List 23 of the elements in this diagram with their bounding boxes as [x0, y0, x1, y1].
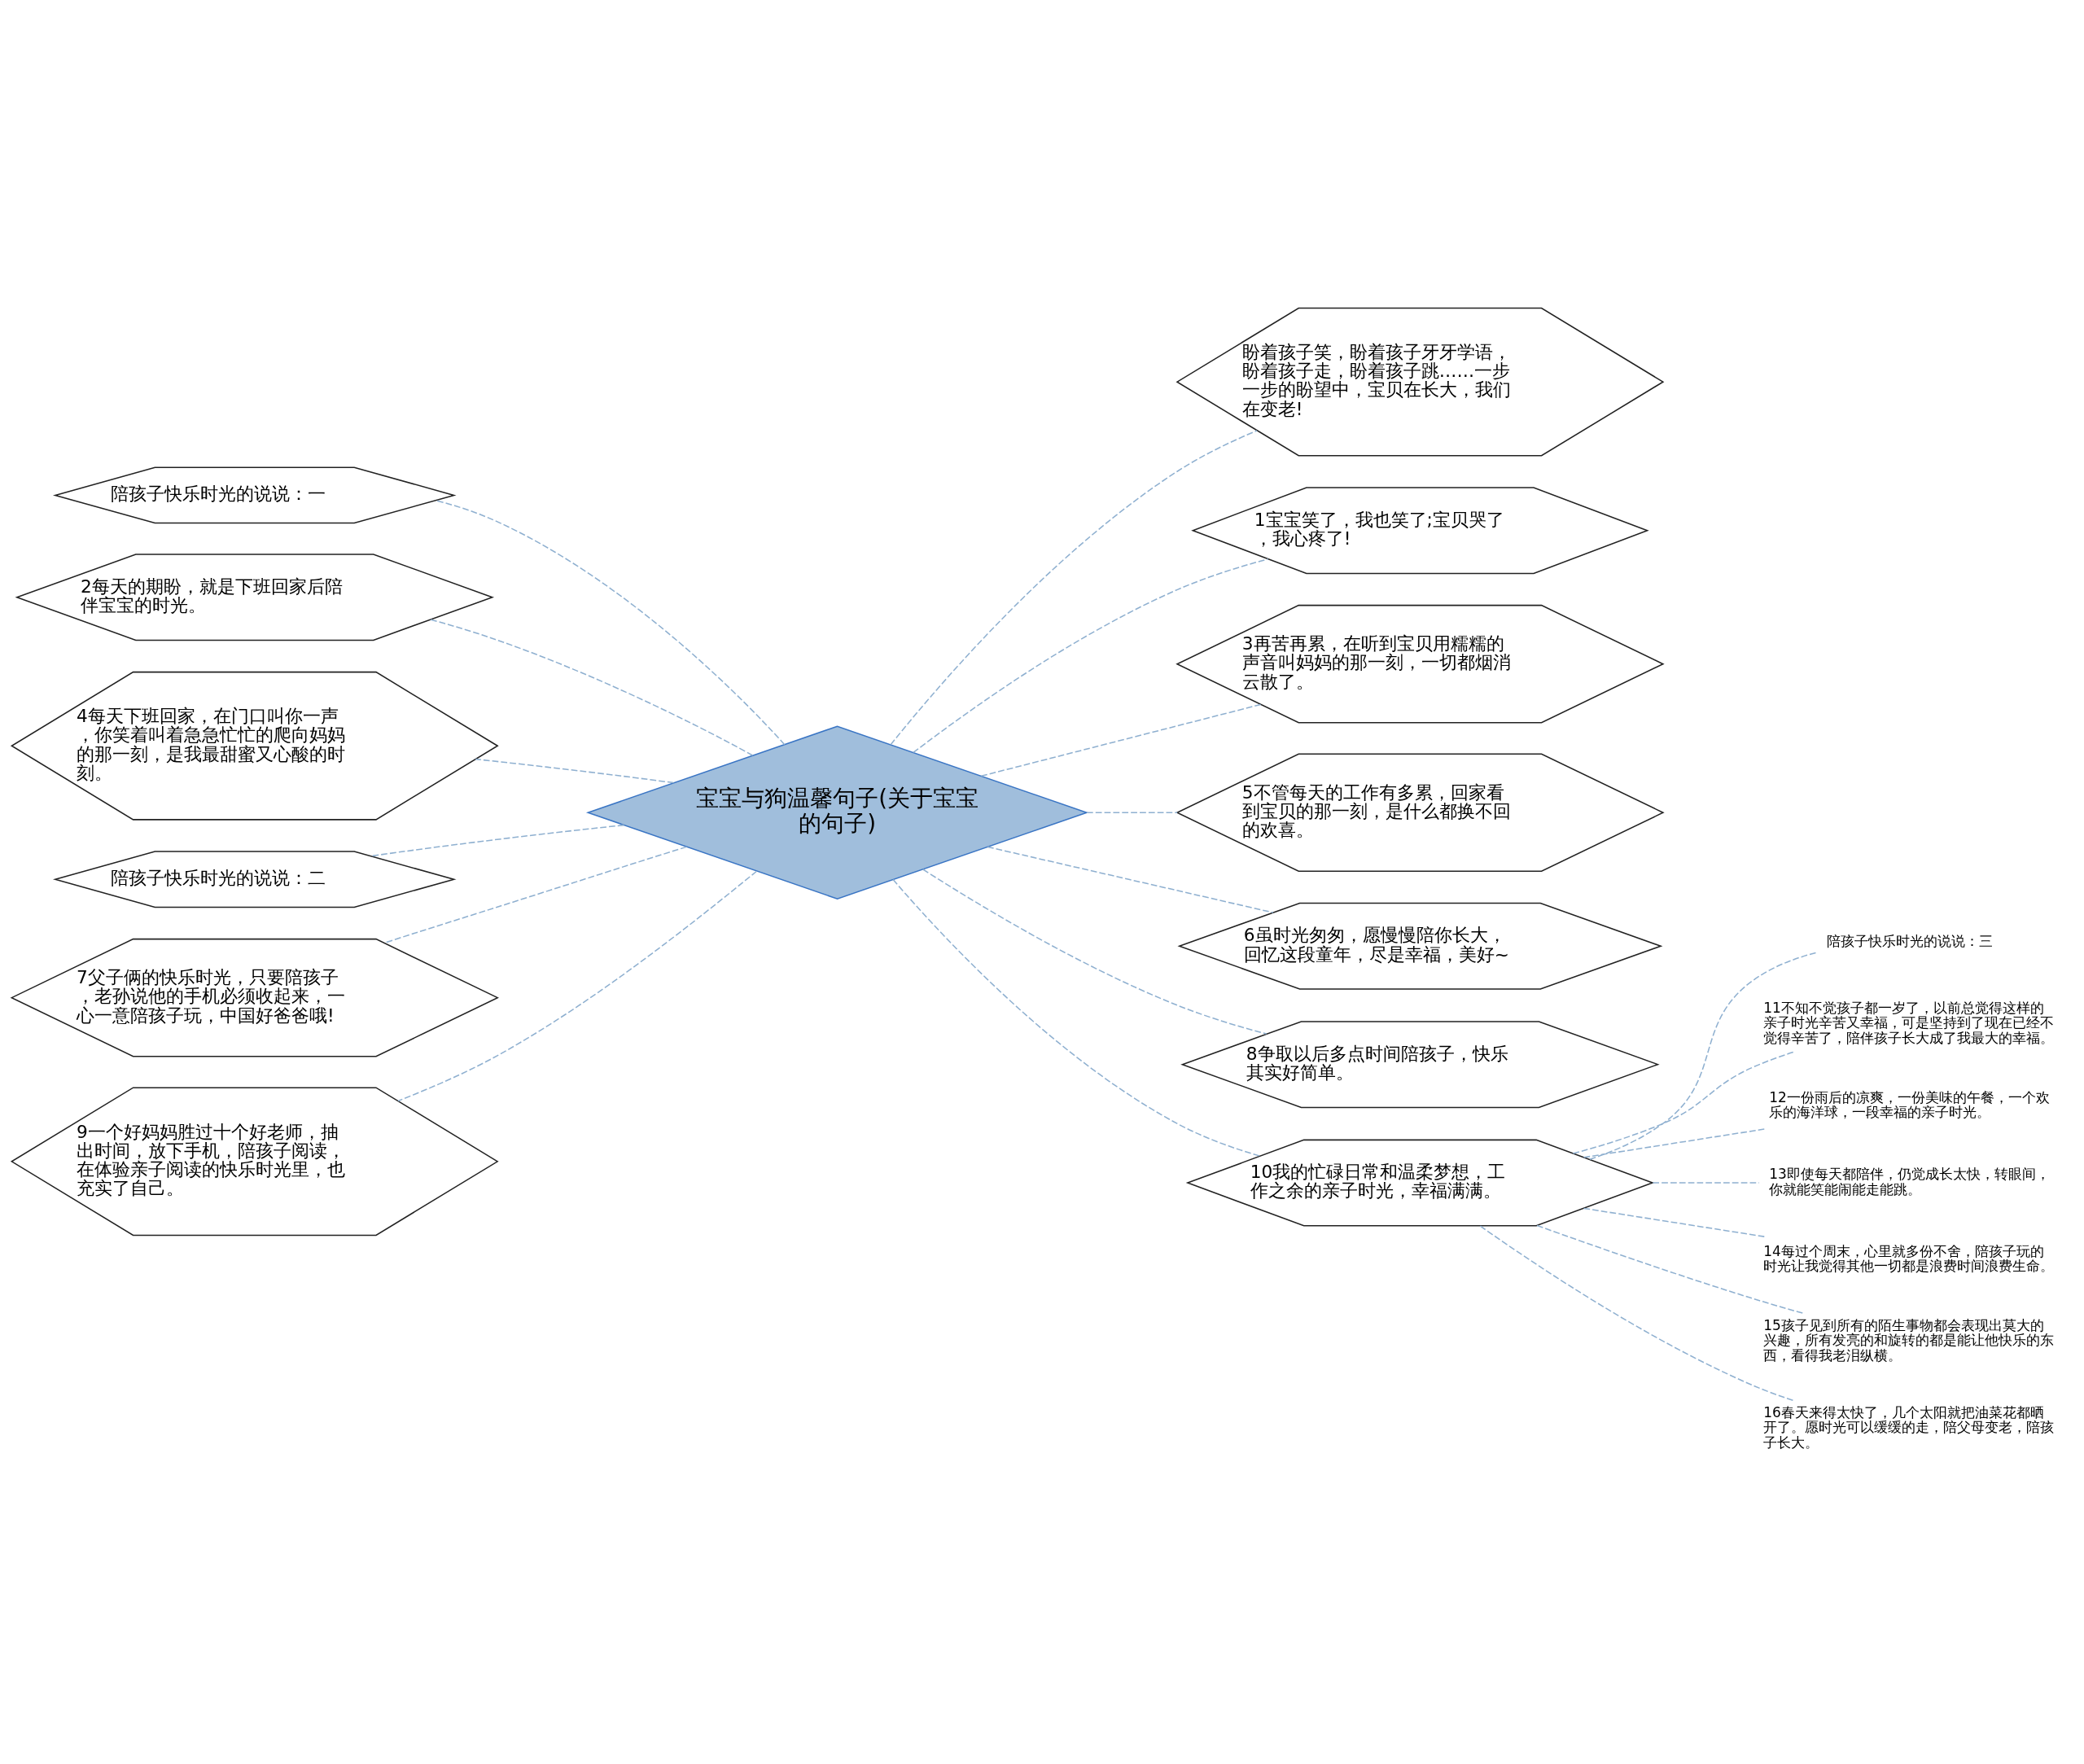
connector: [1652, 1182, 1760, 1184]
connector: [913, 558, 1269, 754]
connector: [892, 878, 1261, 1157]
connector: [397, 870, 758, 1102]
node-text: 15孩子见到所有的陌生事物都会表现出莫大的兴趣，所有发亮的和旋转的都是能让他快乐的东西，看得我老泪纵横。: [1763, 1316, 2055, 1363]
connector: [475, 758, 675, 784]
connector: [890, 430, 1258, 746]
connector: [1572, 1051, 1795, 1154]
connector: [987, 846, 1274, 913]
node-text: 陪孩子快乐时光的说说：三: [1827, 932, 1994, 949]
connector: [435, 499, 786, 746]
connector: [980, 703, 1262, 777]
node-text: 13即使每天都陪伴，仍觉成长太快，转眼间，你就能笑能闹能走能跳。: [1769, 1166, 2050, 1197]
node-text: 12一份雨后的凉爽，一份美味的午餐，一个欢乐的海洋球，一段幸福的亲子时光。: [1769, 1088, 2050, 1121]
connector: [1589, 952, 1818, 1160]
connector: [1086, 812, 1178, 814]
node-text: 11不知不觉孩子都一岁了，以前总觉得这样的亲子时光辛苦又幸福，可是坚持到了现在已经不觉得辛苦了，陪伴孩子长大成了我最大的幸福。: [1763, 999, 2055, 1047]
connector: [430, 619, 754, 756]
node-text: 14每过个周末，心里就多份不舍，陪孩子玩的时光让我觉得其他一切都是浪费时间浪费生命。: [1763, 1242, 2055, 1275]
connector: [922, 869, 1267, 1035]
connector: [1479, 1225, 1795, 1402]
node-diamond: 宝宝与狗温馨句子(关于宝宝的句子): [585, 725, 1089, 900]
node-text: 16春天来得太快了，几个太阳就把油菜花都晒开了。愿时光可以缓缓的走，陪父母变老，陪孩子长大。: [1763, 1403, 2055, 1451]
